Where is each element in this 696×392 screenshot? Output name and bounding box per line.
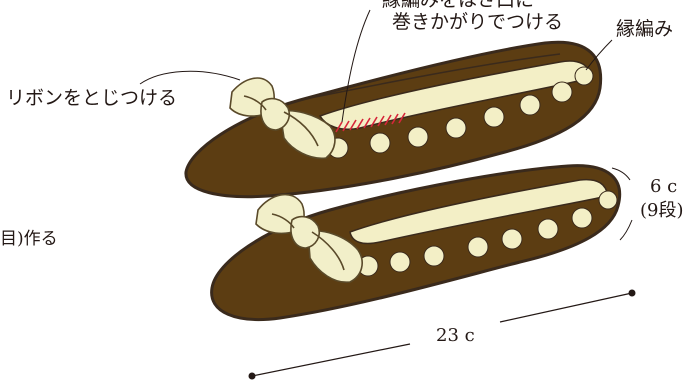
edge-dot <box>571 207 593 229</box>
edge-dot <box>445 117 467 139</box>
edge-dot <box>501 228 523 250</box>
length-dimension <box>248 289 636 380</box>
dimension-line-right <box>499 292 633 323</box>
edge-knit-leader <box>585 39 613 71</box>
edge-dot <box>519 94 541 116</box>
bow-knot <box>260 97 291 131</box>
whipstitch-marks <box>335 112 406 133</box>
edge-dot <box>467 236 489 258</box>
edge-dot <box>537 218 559 240</box>
edge-dot <box>369 132 391 154</box>
edge-dot <box>389 251 411 273</box>
edge-dot <box>598 190 618 210</box>
front-slipper <box>210 164 622 321</box>
edge-knit-label: 縁編み <box>616 18 673 40</box>
front-slipper-dots <box>357 190 618 277</box>
back-slipper <box>184 40 603 199</box>
dimension-endpoint <box>248 372 256 380</box>
ribbon-leader <box>139 70 241 85</box>
bow-knot <box>290 215 321 249</box>
back-bow <box>229 77 336 160</box>
height-rows-label: (9段) <box>640 200 684 221</box>
bow-right-loop <box>307 230 363 283</box>
bow-right-loop <box>279 110 336 160</box>
edge-note-line2: 巻きかがりでつける <box>392 11 563 33</box>
front-bow <box>255 193 363 283</box>
edge-dot <box>407 126 429 148</box>
edge-note-leader <box>341 9 371 123</box>
edge-dot <box>423 245 445 267</box>
edge-note-line1: 縁編みをはさ口に <box>382 0 534 11</box>
back-slipper-inner-line <box>299 53 561 101</box>
height-value-label: 6 c <box>650 176 677 197</box>
edge-dot <box>483 106 505 128</box>
edge-dot <box>574 66 594 86</box>
left-fragment-label: 目)作る <box>0 229 58 249</box>
height-leader-top <box>611 167 631 181</box>
leader-lines <box>139 9 633 241</box>
height-leader-bottom <box>619 219 633 241</box>
dimension-endpoint <box>628 289 636 297</box>
edge-dot <box>551 81 573 103</box>
dimension-line-left <box>251 343 411 377</box>
ribbon-attach-label: リボンをとじつける <box>6 87 177 109</box>
length-value-label: 23 c <box>436 325 475 346</box>
